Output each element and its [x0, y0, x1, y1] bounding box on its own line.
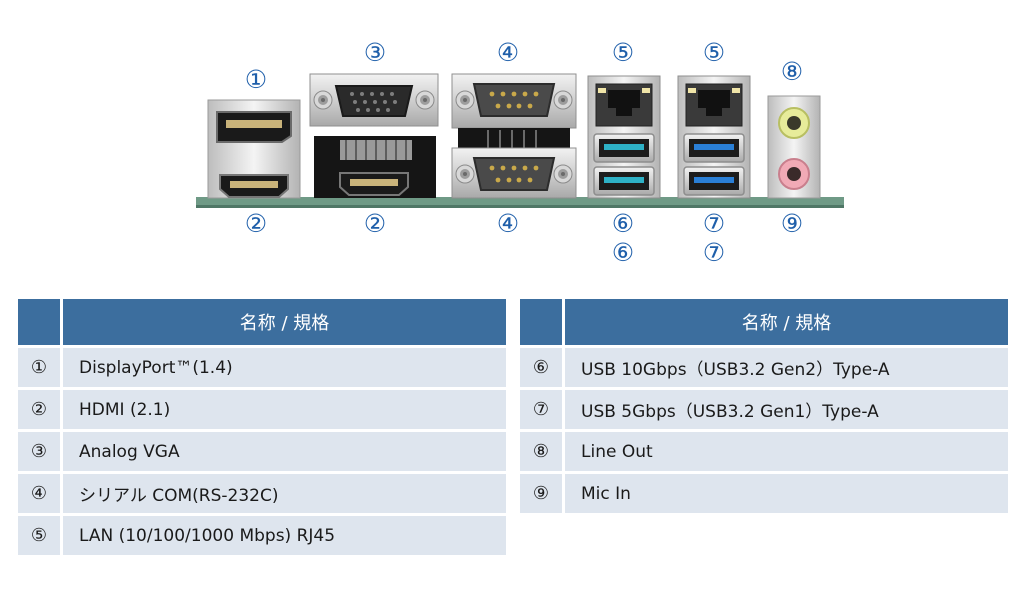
- callout-6: ⑥: [611, 209, 635, 238]
- table-row: ③ Analog VGA: [18, 432, 506, 471]
- table-header-row: 名称 / 規格: [520, 299, 1008, 345]
- row-description: Analog VGA: [63, 432, 506, 471]
- hdmi-connector-icon: [339, 172, 409, 196]
- callout-4: ④: [496, 209, 520, 238]
- usb-a-icon: [593, 166, 655, 196]
- table-row: ② HDMI (2.1): [18, 390, 506, 429]
- callout-5: ⑤: [702, 38, 726, 67]
- callout-9: ⑨: [780, 209, 804, 238]
- rear-io-illustration: [196, 73, 844, 208]
- row-description: Mic In: [565, 474, 1008, 513]
- rj45-lan-icon: [685, 83, 743, 127]
- audio-jack-stack: [767, 95, 821, 199]
- callout-5: ⑤: [611, 38, 635, 67]
- table-row: ⑤ LAN (10/100/1000 Mbps) RJ45: [18, 516, 506, 555]
- usb-a-icon: [683, 166, 745, 196]
- serial-com-stack: [451, 73, 577, 199]
- audio-jack-icon: [778, 158, 810, 190]
- usb-a-icon: [593, 133, 655, 163]
- serial-db9-connector-icon: [473, 157, 555, 191]
- row-number: ④: [18, 474, 63, 513]
- lan-usb5g-stack: [677, 75, 751, 199]
- table-row: ⑨ Mic In: [520, 474, 1008, 513]
- row-number: ①: [18, 348, 63, 387]
- table-row: ④ シリアル COM(RS-232C): [18, 474, 506, 513]
- row-description: LAN (10/100/1000 Mbps) RJ45: [63, 516, 506, 555]
- callout-2: ②: [363, 209, 387, 238]
- callout-7: ⑦: [702, 209, 726, 238]
- row-description: USB 5Gbps（USB3.2 Gen1）Type-A: [565, 390, 1008, 429]
- hdmi-connector-icon: [219, 174, 289, 198]
- row-description: HDMI (2.1): [63, 390, 506, 429]
- row-description: USB 10Gbps（USB3.2 Gen2）Type-A: [565, 348, 1008, 387]
- spec-table-right: 名称 / 規格 ⑥ USB 10Gbps（USB3.2 Gen2）Type-A …: [520, 296, 1008, 516]
- table-row: ⑦ USB 5Gbps（USB3.2 Gen1）Type-A: [520, 390, 1008, 429]
- usb-a-icon: [683, 133, 745, 163]
- row-description: Line Out: [565, 432, 1008, 471]
- callout-6: ⑥: [611, 238, 635, 267]
- row-number: ⑥: [520, 348, 565, 387]
- row-number: ⑧: [520, 432, 565, 471]
- row-number: ⑤: [18, 516, 63, 555]
- callout-3: ③: [363, 38, 387, 67]
- audio-jack-icon: [778, 107, 810, 139]
- callout-8: ⑧: [780, 57, 804, 86]
- row-number: ⑨: [520, 474, 565, 513]
- row-description: DisplayPort™(1.4): [63, 348, 506, 387]
- row-number: ⑦: [520, 390, 565, 429]
- table-header-row: 名称 / 規格: [18, 299, 506, 345]
- table-row: ⑧ Line Out: [520, 432, 1008, 471]
- callout-1: ①: [244, 65, 268, 94]
- name-spec-header: 名称 / 規格: [565, 299, 1008, 345]
- callout-4: ④: [496, 38, 520, 67]
- displayport-hdmi-stack: [207, 99, 301, 199]
- number-header-cell: [520, 299, 565, 345]
- table-row: ① DisplayPort™(1.4): [18, 348, 506, 387]
- name-spec-header: 名称 / 規格: [63, 299, 506, 345]
- callout-7: ⑦: [702, 238, 726, 267]
- row-number: ③: [18, 432, 63, 471]
- spec-table-left: 名称 / 規格 ① DisplayPort™(1.4) ② HDMI (2.1)…: [18, 296, 506, 558]
- serial-db9-connector-icon: [473, 83, 555, 117]
- lan-usb10g-stack: [587, 75, 661, 199]
- pcb-board: [196, 197, 844, 207]
- rj45-lan-icon: [595, 83, 653, 127]
- row-number: ②: [18, 390, 63, 429]
- callout-2: ②: [244, 209, 268, 238]
- row-description: シリアル COM(RS-232C): [63, 474, 506, 513]
- number-header-cell: [18, 299, 63, 345]
- table-row: ⑥ USB 10Gbps（USB3.2 Gen2）Type-A: [520, 348, 1008, 387]
- vga-hdmi-stack: [309, 73, 439, 198]
- vga-connector-icon: [334, 85, 414, 117]
